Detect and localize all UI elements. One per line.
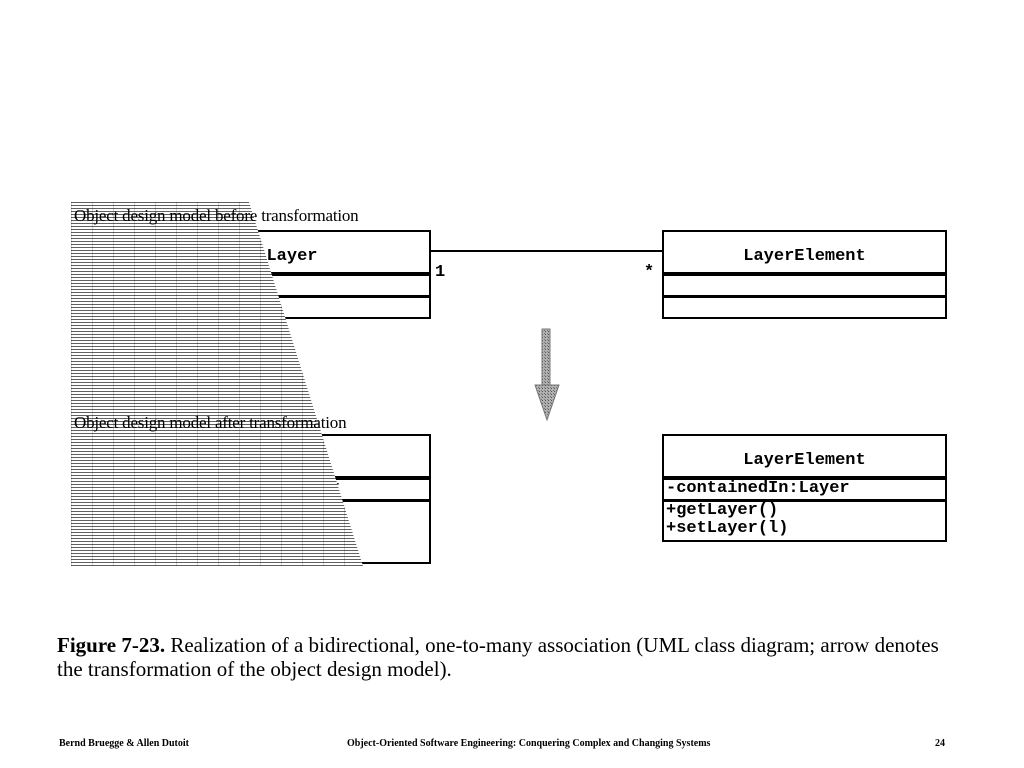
layerelement-class-before: LayerElement xyxy=(662,230,947,319)
footer-book-title: Object-Oriented Software Engineering: Co… xyxy=(347,738,711,749)
footer-page-number: 24 xyxy=(935,738,945,749)
layerelement-class-after: LayerElement -containedIn:Layer +getLaye… xyxy=(662,434,947,542)
layerelement-operations-compartment: +getLayer() +setLayer(l) xyxy=(664,502,945,538)
footer-authors: Bernd Bruegge & Allen Dutoit xyxy=(59,738,189,749)
before-transformation-label: Object design model before transformatio… xyxy=(74,206,359,225)
layerelement-class-name: LayerElement xyxy=(664,232,945,276)
figure-caption-text: Realization of a bidirectional, one-to-m… xyxy=(57,633,939,681)
figure-caption: Figure 7-23. Realization of a bidirectio… xyxy=(57,633,957,681)
layerelement-attributes-compartment xyxy=(664,276,945,298)
multiplicity-one: 1 xyxy=(435,263,446,282)
operation-set-layer: +setLayer(l) xyxy=(666,520,789,538)
layerelement-attributes-compartment: -containedIn:Layer xyxy=(664,480,945,502)
attribute-contained-in: -containedIn:Layer xyxy=(666,480,850,498)
figure-label: Figure 7-23. xyxy=(57,633,166,657)
multiplicity-many: * xyxy=(644,263,655,282)
layer-class-name: Layer xyxy=(155,232,429,276)
operation-get-layer: +getLayer() xyxy=(666,502,779,520)
down-arrow-icon xyxy=(534,328,560,422)
after-transformation-label: Object design model after transformation xyxy=(74,413,347,432)
layerelement-class-name: LayerElement xyxy=(664,436,945,480)
layer-attributes-compartment xyxy=(155,276,429,298)
